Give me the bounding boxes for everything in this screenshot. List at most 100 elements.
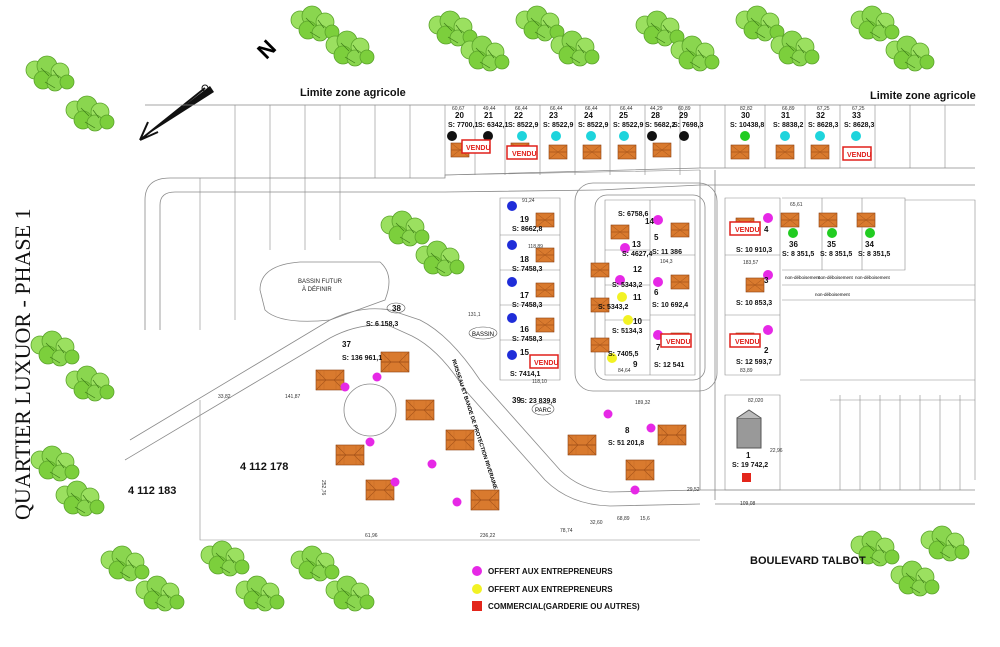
svg-text:66,89: 66,89 xyxy=(782,106,795,112)
lot-markers xyxy=(340,131,875,507)
svg-text:83,89: 83,89 xyxy=(740,368,753,374)
svg-text:5: 5 xyxy=(654,233,659,242)
svg-text:118,89: 118,89 xyxy=(528,244,543,250)
svg-text:S: 8 351,5: S: 8 351,5 xyxy=(782,251,814,258)
svg-text:14: 14 xyxy=(645,217,654,226)
svg-text:66,44: 66,44 xyxy=(515,106,528,112)
svg-text:VENDU: VENDU xyxy=(735,339,760,346)
svg-text:S: 5343,2: S: 5343,2 xyxy=(612,282,642,289)
svg-text:22,96: 22,96 xyxy=(770,448,783,454)
svg-text:131,1: 131,1 xyxy=(468,312,481,318)
north-arrow-icon: N xyxy=(139,35,281,141)
svg-text:31: 31 xyxy=(781,111,790,120)
svg-text:16: 16 xyxy=(520,325,529,334)
parcel-4112178: 4 112 178 xyxy=(240,461,288,473)
svg-text:19: 19 xyxy=(520,215,529,224)
legend-marker-1 xyxy=(472,584,482,594)
bassin-label: BASSIN xyxy=(472,332,494,338)
svg-text:VENDU: VENDU xyxy=(512,151,537,158)
dims-top: 60,67 49,44 66,44 66,44 66,44 66,44 44,2… xyxy=(452,106,865,112)
svg-text:S: 7458,3: S: 7458,3 xyxy=(512,336,542,343)
roads xyxy=(124,167,975,507)
north-label: N xyxy=(252,35,281,64)
svg-text:30: 30 xyxy=(741,111,750,120)
svg-text:S: 7458,3: S: 7458,3 xyxy=(512,266,542,273)
svg-text:S: 11 386: S: 11 386 xyxy=(652,249,682,256)
svg-text:À DÉFINIR: À DÉFINIR xyxy=(302,286,332,293)
svg-text:109,08: 109,08 xyxy=(740,501,756,507)
legend: OFFERT AUX ENTREPRENEURS OFFERT AUX ENTR… xyxy=(472,566,640,611)
svg-text:66,44: 66,44 xyxy=(585,106,598,112)
parcel-4112183: 4 112 183 xyxy=(128,485,176,497)
dims-misc: 33,82 141,87 236,22 61,96 252,76 118,10 … xyxy=(218,198,803,539)
vendu-stamps: VENDU VENDU VENDU VENDU VENDU VENDU VEND… xyxy=(461,139,872,369)
lots-top-labels: 20 S: 7700,1 21 S: 6342,1 22 S: 8522,9 2… xyxy=(448,111,874,129)
svg-text:22: 22 xyxy=(514,111,523,120)
svg-text:S: 10 692,4: S: 10 692,4 xyxy=(652,302,688,309)
legend-label-0: OFFERT AUX ENTREPRENEURS xyxy=(488,567,613,576)
svg-text:60,67: 60,67 xyxy=(452,106,465,112)
svg-text:VENDU: VENDU xyxy=(466,145,491,152)
svg-text:11: 11 xyxy=(633,293,642,302)
svg-text:S: 8628,3: S: 8628,3 xyxy=(844,122,874,129)
svg-text:67,25: 67,25 xyxy=(817,106,830,112)
svg-text:32,60: 32,60 xyxy=(590,520,603,526)
svg-text:S: 7405,5: S: 7405,5 xyxy=(608,351,638,358)
svg-text:non-déboisement: non-déboisement xyxy=(785,275,821,280)
svg-text:12: 12 xyxy=(633,265,642,274)
legend-marker-0 xyxy=(472,566,482,576)
svg-text:66,44: 66,44 xyxy=(550,106,563,112)
svg-text:60,89: 60,89 xyxy=(678,106,691,112)
svg-text:17: 17 xyxy=(520,291,529,300)
lot-38-badge xyxy=(386,302,406,314)
svg-text:18: 18 xyxy=(520,255,529,264)
svg-text:38: 38 xyxy=(392,304,401,313)
svg-text:S: 6758,6: S: 6758,6 xyxy=(618,211,648,218)
bassin-badge xyxy=(468,326,498,340)
svg-text:13: 13 xyxy=(632,240,641,249)
svg-text:32: 32 xyxy=(816,111,825,120)
svg-text:23: 23 xyxy=(549,111,558,120)
svg-text:104,3: 104,3 xyxy=(660,259,673,265)
lot-lines xyxy=(199,105,976,541)
svg-text:S: 7458,3: S: 7458,3 xyxy=(512,302,542,309)
svg-text:236,22: 236,22 xyxy=(480,533,496,539)
svg-text:S: 8 351,5: S: 8 351,5 xyxy=(858,251,890,258)
svg-text:9: 9 xyxy=(633,360,638,369)
svg-text:37: 37 xyxy=(342,340,351,349)
svg-text:28: 28 xyxy=(651,111,660,120)
svg-text:S: 8522,9: S: 8522,9 xyxy=(508,122,538,129)
lots-right-labels: 4 S: 10 910,3 3 S: 10 853,3 2 S: 12 593,… xyxy=(732,225,890,469)
cul-de-sac xyxy=(343,383,397,437)
svg-text:67,25: 67,25 xyxy=(852,106,865,112)
legend-label-2: COMMERCIAL(GARDERIE OU AUTRES) xyxy=(488,602,640,611)
svg-text:118,10: 118,10 xyxy=(532,379,547,385)
svg-text:S: 7698,3: S: 7698,3 xyxy=(673,122,703,129)
svg-text:91,24: 91,24 xyxy=(522,198,535,204)
svg-text:21: 21 xyxy=(484,111,493,120)
svg-text:189,32: 189,32 xyxy=(635,400,651,406)
svg-text:20: 20 xyxy=(455,111,464,120)
svg-text:33: 33 xyxy=(852,111,861,120)
svg-text:6: 6 xyxy=(654,288,659,297)
bassin-futur-area: BASSIN FUTUR À DÉFINIR xyxy=(298,279,343,293)
non-deboisement-labels: non-déboisement non-déboisement non-débo… xyxy=(785,275,891,297)
svg-text:S: 10438,8: S: 10438,8 xyxy=(730,122,764,129)
svg-text:S: 136 961,1: S: 136 961,1 xyxy=(342,355,382,362)
trees xyxy=(25,5,970,612)
svg-text:141,87: 141,87 xyxy=(285,394,301,400)
svg-text:252,76: 252,76 xyxy=(320,480,326,496)
svg-text:68,89: 68,89 xyxy=(617,516,630,522)
svg-text:29: 29 xyxy=(679,111,688,120)
svg-text:49,44: 49,44 xyxy=(483,106,496,112)
svg-text:S: 5343,2: S: 5343,2 xyxy=(598,304,628,311)
svg-text:1: 1 xyxy=(746,451,751,460)
limite-zone-label-right: Limite zone agricole xyxy=(870,90,976,102)
svg-text:BASSIN FUTUR: BASSIN FUTUR xyxy=(298,279,343,285)
svg-text:S: 10 910,3: S: 10 910,3 xyxy=(736,247,772,254)
parc-label: PARC xyxy=(535,408,552,414)
lots-big-labels: 37 S: 136 961,1 38 S: 6 158,3 39 S: 23 8… xyxy=(342,304,644,447)
svg-text:S: 8522,9: S: 8522,9 xyxy=(578,122,608,129)
svg-text:15: 15 xyxy=(520,348,529,357)
